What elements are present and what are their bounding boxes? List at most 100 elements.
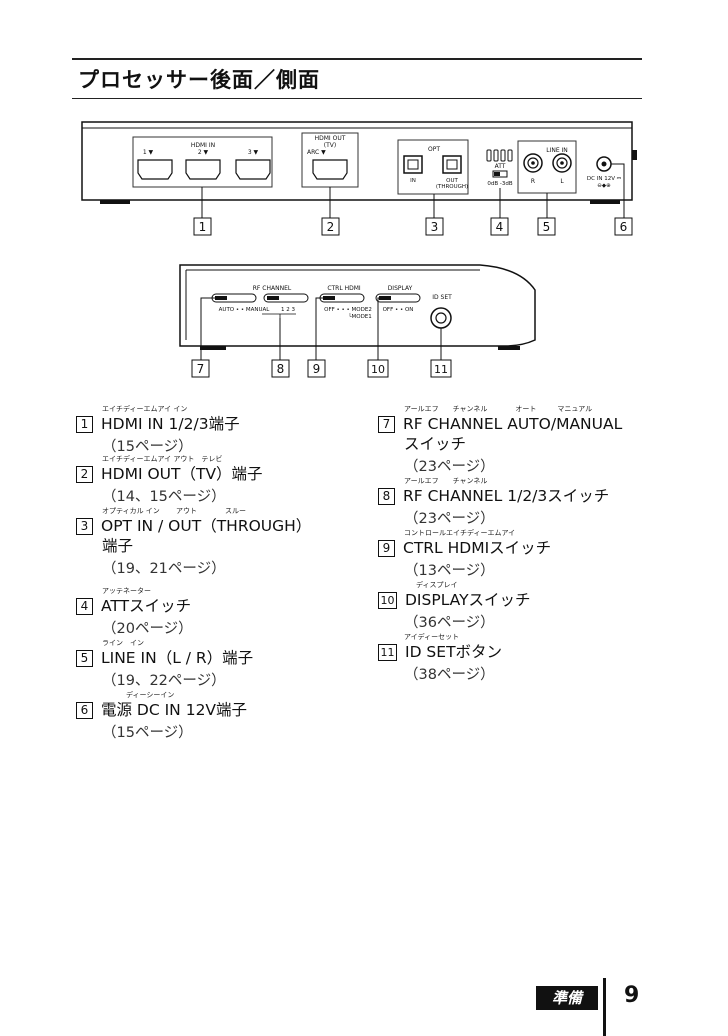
entry-name: HDMI OUT（TV）端子 [101,465,263,483]
callout-3 [425,217,444,236]
opt-out-port[interactable] [442,155,462,174]
section-tag: 準備 [536,986,598,1010]
entry-name: HDMI IN 1/2/3端子 [101,415,240,433]
id-set-label: ID SET [432,294,452,301]
entry-ruby: ライン イン [102,639,144,647]
callout-8-text: 8 [277,362,285,376]
callout-7 [191,359,210,378]
hdmi-port-2-label: 2 ▼ [198,149,209,156]
opt-group [397,139,469,195]
id-set-button-inner [435,312,447,324]
line-l-label: L [560,178,564,185]
entry-page: （19、21ページ） [102,561,226,577]
entry-number: 5 [76,650,93,667]
display-modes-label: OFF • • ON [383,307,414,313]
hdmi-in-label: HDMI IN [191,142,215,149]
leader-7 [200,297,216,360]
entry-name: LINE IN（L / R）端子 [101,649,254,667]
entry-ruby: コントロールエイチディーエムアイ [404,529,516,537]
dc-in-jack-pin [601,161,607,167]
entry-number: 11 [378,644,397,661]
att-switch-knob [494,172,500,176]
callout-7-text: 7 [197,362,205,376]
hdmi-out-tv-label: (TV) [324,142,336,149]
callout-4-text: 4 [496,220,504,234]
vent-1 [486,149,492,162]
callout-10-text: 10 [371,363,385,376]
entry-page: （23ページ） [404,511,495,527]
entry-name: DISPLAYスイッチ [405,591,531,609]
hdmi-in-3-port[interactable] [235,159,271,180]
line-in-r-jack-pin [531,161,535,165]
rf-numbers-label: 1 2 3 [281,307,295,313]
arc-label: ARC ▼ [307,149,326,156]
page-title: プロセッサー後面／側面 [78,68,320,92]
side-panel-body [179,264,536,347]
callout-10 [367,359,389,378]
entry-page: （36ページ） [404,615,495,631]
opt-through-label: (THROUGH) [436,184,468,190]
entry-number: 10 [378,592,397,609]
hdmi-out-label: HDMI OUT [315,135,346,142]
vent-3 [500,149,506,162]
hdmi-in-1-port[interactable] [137,159,173,180]
title-rule-bottom [72,98,642,99]
ctrl-modes-label: OFF • • • MODE2 [324,307,372,313]
side-foot-left [200,346,226,350]
entry-number: 8 [378,488,395,505]
entry-ruby: オプティカル イン アウト スルー [102,507,247,515]
leader-10 [377,297,380,360]
entry-continuation: スイッチ [404,435,467,453]
entry-number: 3 [76,518,93,535]
entry-ruby: アイディーセット [404,633,460,641]
entry-page: （20ページ） [102,621,193,637]
display-knob [379,296,391,300]
entry-number: 7 [378,416,395,433]
callout-5 [537,217,556,236]
dc-in-label: DC IN 12V ⎓ [587,176,622,182]
opt-in-port[interactable] [403,155,423,174]
rear-panel-body [81,121,633,201]
entry-page: （14、15ページ） [102,489,226,505]
callout-11 [430,359,452,378]
entry-opt: オプティカル イン アウト スルー 3 OPT IN / OUT（THROUGH）… [76,508,312,579]
entry-ruby: アールエフ チャンネル オート マニュアル [404,405,593,413]
hdmi-in-2-port[interactable] [185,159,221,180]
entry-name: OPT IN / OUT（THROUGH） [101,517,312,535]
opt-in-port-inner [407,159,419,170]
device-diagram: HDMI IN 1 ▼ 2 ▼ 3 ▼ HDMI OUT (TV) ARC ▼ … [81,121,637,378]
entry-ruby: エイチディーエムアイ イン [102,405,188,413]
ctrl-hdmi-knob [323,296,335,300]
footer-divider [603,978,606,1036]
side-foot-right [498,346,520,350]
rear-foot-right [590,200,620,204]
callout-9 [307,359,326,378]
entry-number: 4 [76,598,93,615]
hdmi-out-port[interactable] [312,159,348,180]
hdmi-port-3-label: 3 ▼ [248,149,259,156]
entry-ruby: エイチディーエムアイ アウト テレビ [102,455,223,463]
callout-9-text: 9 [313,362,321,376]
entry-name: CTRL HDMIスイッチ [403,539,552,557]
display-label: DISPLAY [388,285,413,292]
entry-number: 9 [378,540,395,557]
entry-page: （23ページ） [404,459,495,475]
line-in-label: LINE IN [546,147,568,154]
ctrl-mode1-label: └MODE1 [348,312,372,320]
rf-modes-label: AUTO • • MANUAL [219,307,271,313]
entry-ruby: アッテネーター [102,587,151,595]
rear-panel-tab [632,150,637,160]
opt-out-port-inner [446,159,458,170]
callout-3-text: 3 [431,220,439,234]
entry-name: 電源 DC IN 12V端子 [101,701,248,719]
entry-continuation: 端子 [102,537,134,555]
line-in-l-jack-pin [560,161,564,165]
vent-4 [507,149,513,162]
opt-label: OPT [428,146,440,153]
